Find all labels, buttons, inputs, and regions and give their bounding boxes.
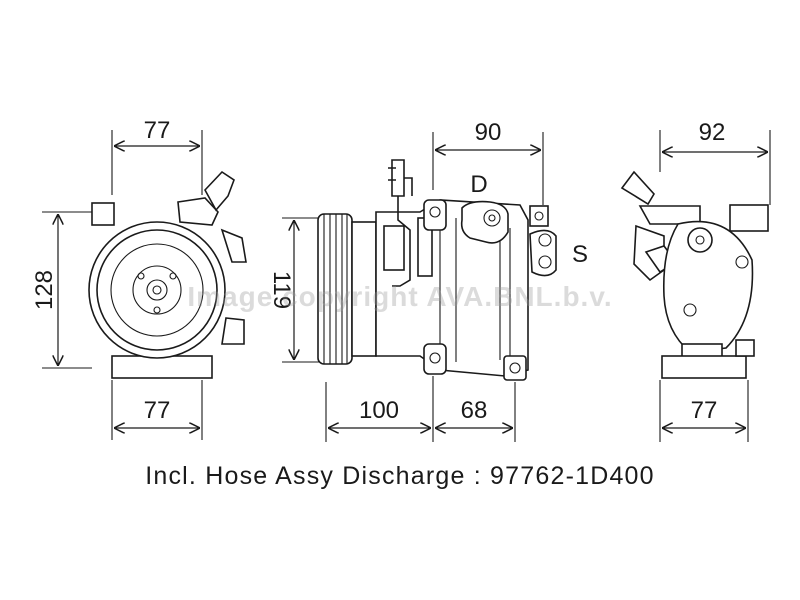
side-bottom-right-dimension: 68 <box>435 382 516 442</box>
caption-text: Incl. Hose Assy Discharge : 97762-1D400 <box>145 462 655 490</box>
discharge-port-label: D <box>470 171 487 198</box>
suction-port-label: S <box>572 241 588 268</box>
front-width-bottom-label: 77 <box>144 397 171 424</box>
side-top-label: 90 <box>475 119 502 146</box>
side-view: 90 119 <box>268 119 588 442</box>
watermark-text: Image copyright AVA.BNL.b.v. <box>187 281 612 312</box>
side-height-label: 119 <box>268 271 295 309</box>
side-bottom-left-label: 100 <box>359 397 399 424</box>
side-bottom-left-dimension: 100 <box>325 376 434 442</box>
side-height-dimension: 119 <box>268 217 320 363</box>
front-width-top-dimension: 77 <box>111 117 203 195</box>
front-height-dimension: 128 <box>31 211 92 369</box>
front-view: 77 128 77 <box>31 117 247 440</box>
front-height-label: 128 <box>31 270 58 310</box>
rear-width-bottom-dimension: 77 <box>659 380 749 442</box>
rear-width-bottom-label: 77 <box>691 397 718 424</box>
rear-width-top-label: 92 <box>699 119 726 146</box>
front-width-top-label: 77 <box>144 117 171 144</box>
rear-view: 92 77 <box>620 119 771 442</box>
front-width-bottom-dimension: 77 <box>111 380 203 440</box>
side-bottom-right-label: 68 <box>461 397 488 424</box>
rear-width-top-dimension: 92 <box>659 119 771 205</box>
side-top-dimension: 90 <box>432 119 544 205</box>
